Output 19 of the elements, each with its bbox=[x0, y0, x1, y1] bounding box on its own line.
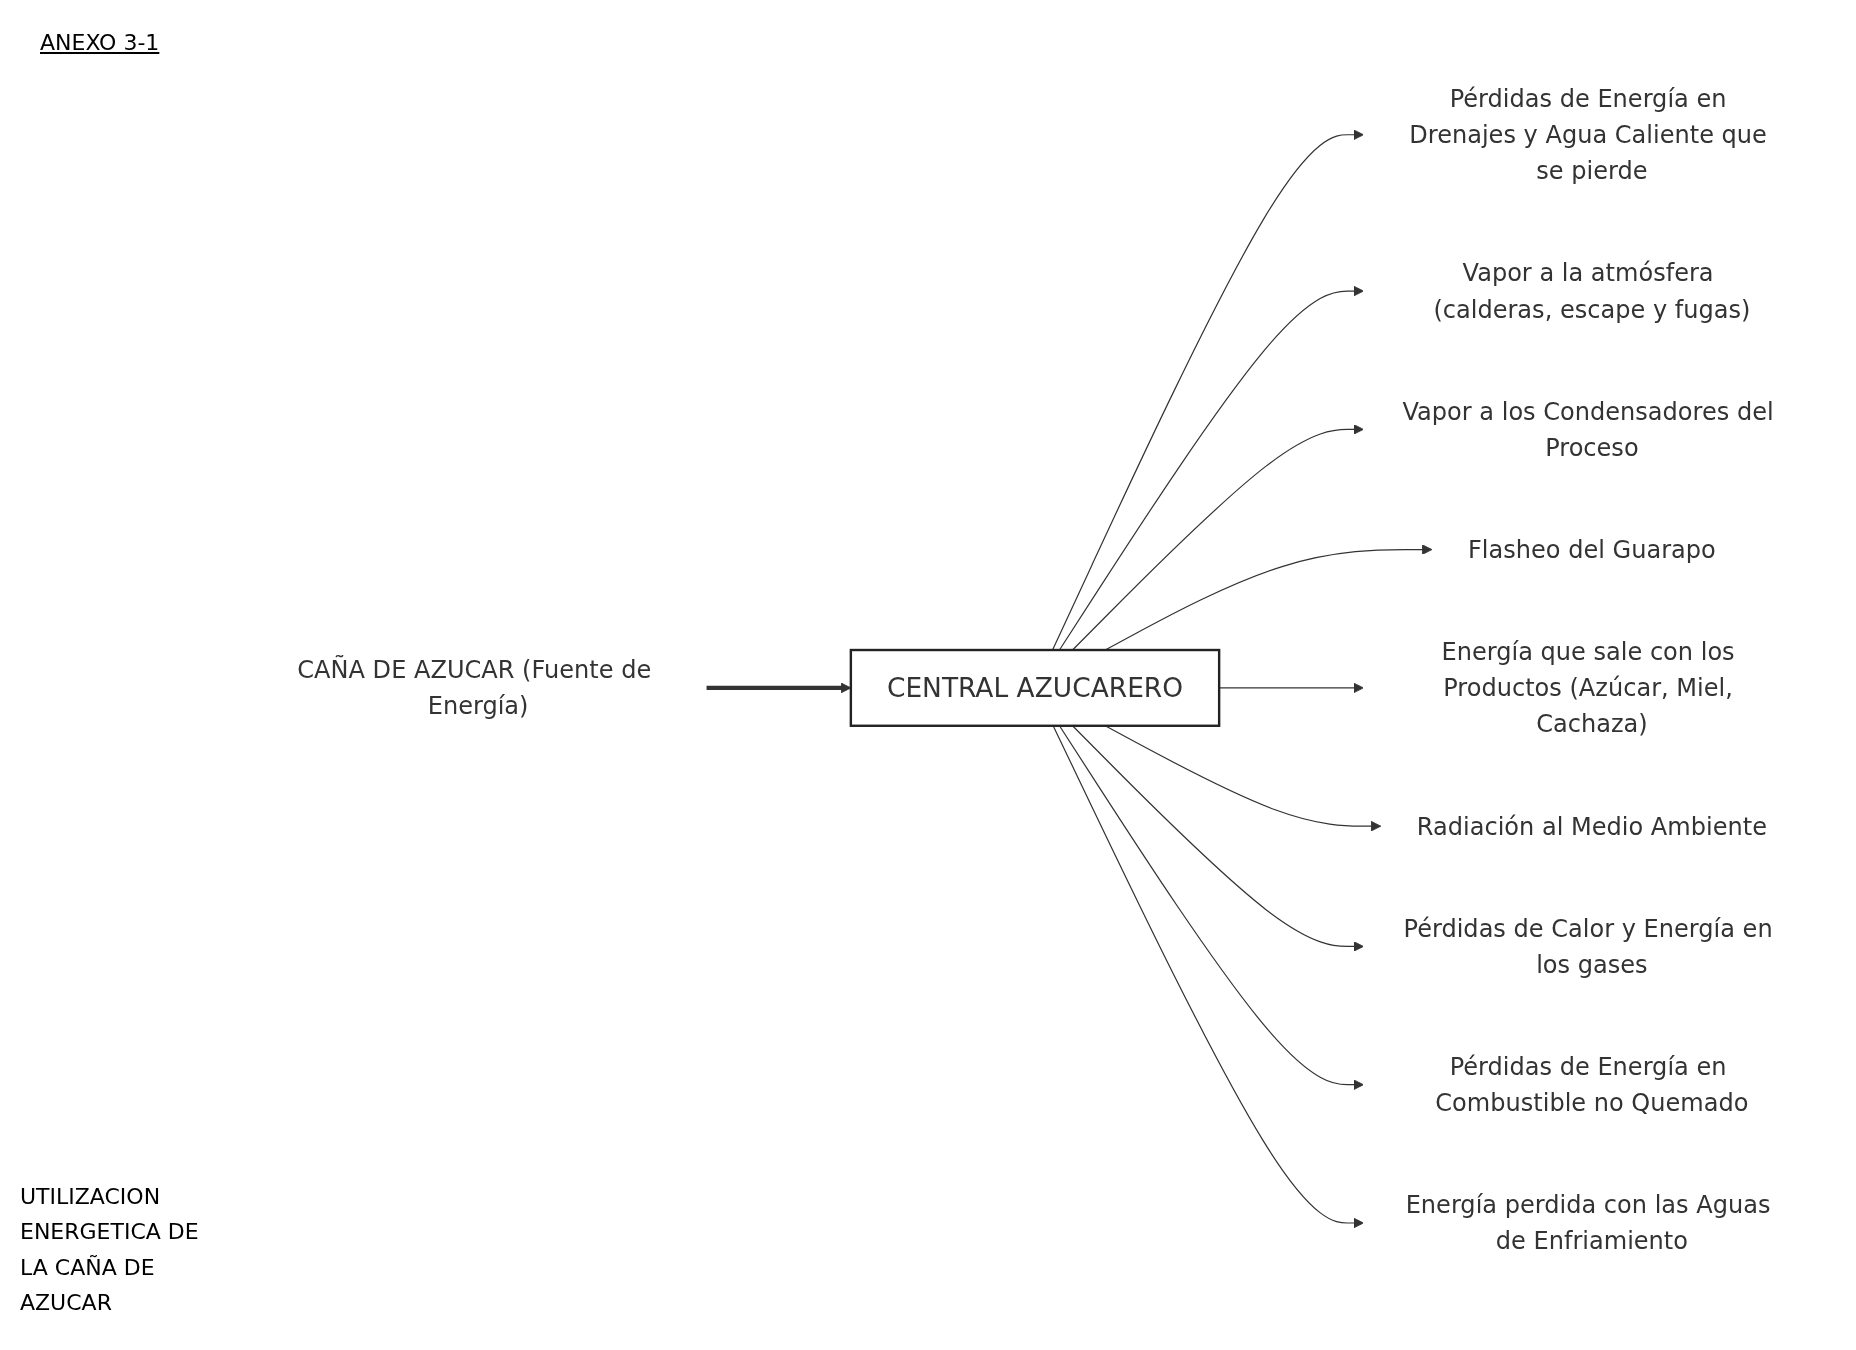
arrow bbox=[1058, 285, 1364, 651]
node-text: Pérdidas de Energía en Combustible no Quemado bbox=[1435, 1052, 1749, 1118]
node-box: CENTRAL AZUCARERO bbox=[849, 648, 1221, 728]
annex-label: ANEXO 3-1 bbox=[40, 30, 160, 55]
node-text: Energía perdida con las Aguas de Enfriamiento bbox=[1405, 1190, 1771, 1256]
node-text: Pérdidas de Energía en Drenajes y Agua Caliente que se pierde bbox=[1409, 84, 1767, 186]
node-text: Pérdidas de Calor y Energía en los gases bbox=[1403, 914, 1773, 980]
caption: UTILIZACION ENERGETICA DE LA CAÑA DE AZUCAR bbox=[20, 1183, 200, 1317]
arrow bbox=[1058, 725, 1364, 1091]
node-text: Radiación al Medio Ambiente bbox=[1416, 811, 1767, 841]
arrow bbox=[1071, 424, 1364, 651]
arrow bbox=[1052, 725, 1364, 1229]
node-text: Vapor a los Condensadores del Proceso bbox=[1402, 397, 1774, 462]
arrow bbox=[1051, 129, 1364, 651]
node-text: Flasheo del Guarapo bbox=[1468, 535, 1716, 565]
node-text: Vapor a la atmósfera (calderas, escape y fugas) bbox=[1433, 258, 1751, 324]
node-text: Energía que sale con los Productos (Azúcar, Miel, Cachaza) bbox=[1441, 637, 1735, 739]
arrow bbox=[1071, 725, 1364, 952]
node-text: CAÑA DE AZUCAR (Fuente de Energía) bbox=[297, 655, 652, 721]
